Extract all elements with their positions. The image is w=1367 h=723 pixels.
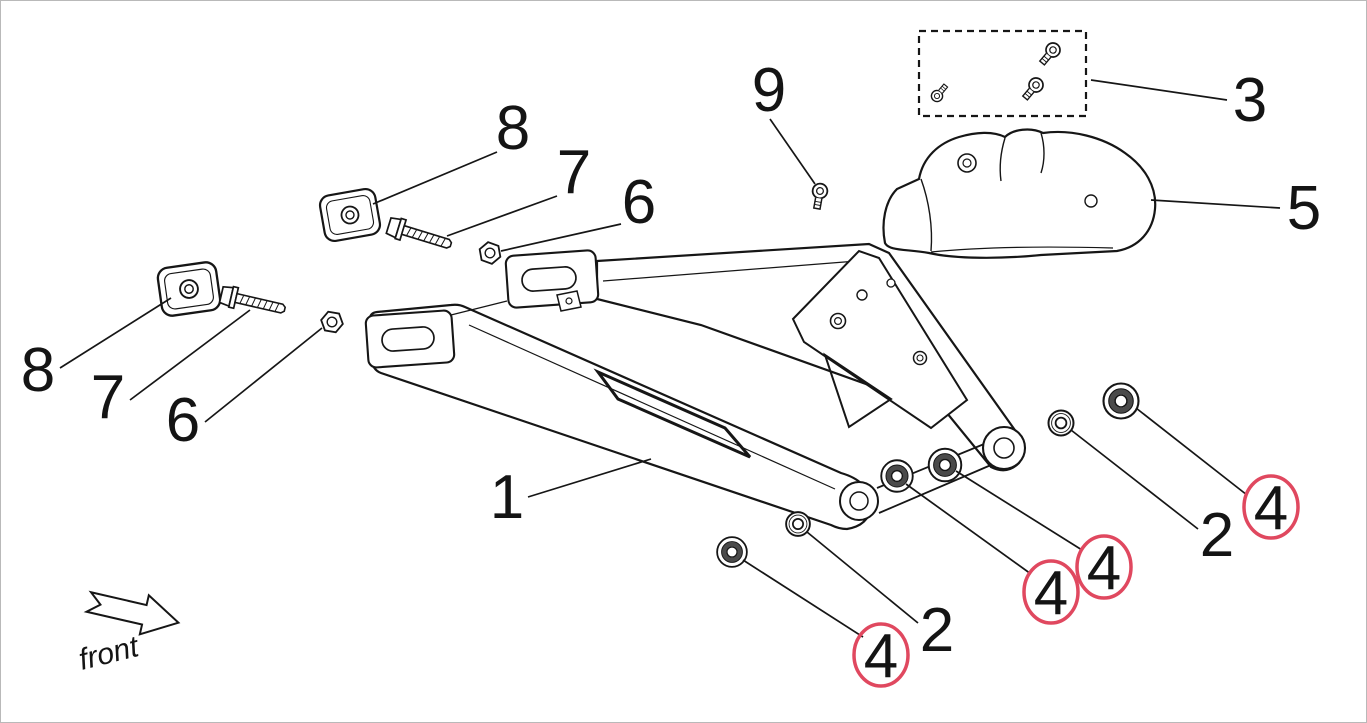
leader-damper-lower [59,297,172,369]
damper-lower-part-drawing [155,259,223,319]
leader-bolt-lower [129,309,251,401]
leader-lines [59,79,1281,638]
callout-label-6-upper: 6 [622,168,656,237]
callout-label-7-upper: 7 [557,138,591,207]
leader-fastener-kit [1090,79,1228,101]
kit-screw-icon [928,81,951,105]
leader-screw [769,118,816,185]
kit-screw-icon [1035,39,1064,69]
fastener-kit-outline [917,29,1088,118]
leader-bearing-a [1135,407,1248,496]
bearing-b-part-drawing [929,449,962,482]
callout-label-6-lower: 6 [166,386,200,455]
callout-label-4-a: 4 [1254,474,1288,543]
leader-washer-mid [806,531,919,624]
callout-label-8-upper: 8 [496,94,530,163]
fastener-kit-box [917,29,1088,118]
front-direction-label: front [76,630,144,677]
chain-guard-part-drawing [882,128,1157,259]
front-direction-arrow-icon [83,590,181,636]
leader-bearing-b [955,470,1083,551]
bearing-c-part-drawing [881,460,913,492]
leader-bearing-c [905,483,1032,575]
bearing-a-part-drawing [1104,384,1139,419]
callout-labels: 8 7 6 9 3 5 8 7 6 1 2 4 4 4 2 4 [21,56,1321,691]
washer-mid-part-drawing [785,511,811,537]
bearing-d-part-drawing [717,537,747,567]
callout-label-2-right: 2 [1200,501,1234,570]
callout-label-9: 9 [752,56,786,125]
front-direction-marker: front [76,590,181,677]
kit-screw-icon [1018,74,1047,104]
leader-swingarm [527,458,652,498]
leader-nut-lower [204,327,323,423]
nut-lower-part-drawing [318,309,346,335]
washer-right-part-drawing [1047,409,1075,437]
callout-label-2-mid: 2 [920,596,954,665]
leader-bearing-d [742,559,864,638]
bolt-upper-part-drawing [384,214,455,256]
leader-damper-upper [372,151,498,205]
swingarm-part-drawing [364,242,1027,531]
callout-label-3: 3 [1233,66,1267,135]
leader-washer-right [1070,429,1199,530]
leader-nut-upper [500,223,622,252]
damper-upper-part-drawing [317,186,383,244]
callout-label-8-lower: 8 [21,336,55,405]
leader-bolt-upper [446,195,558,237]
callout-label-4-c: 4 [1034,559,1068,628]
callout-label-4-b: 4 [1087,534,1121,603]
callout-label-5: 5 [1287,174,1321,243]
leader-guard [1150,199,1281,209]
callout-label-7-lower: 7 [91,363,125,432]
nut-upper-part-drawing [475,239,505,267]
screw-part-drawing [808,181,830,211]
callout-label-1: 1 [490,463,524,532]
bolt-lower-part-drawing [218,283,288,321]
callout-label-4-d: 4 [864,622,898,691]
